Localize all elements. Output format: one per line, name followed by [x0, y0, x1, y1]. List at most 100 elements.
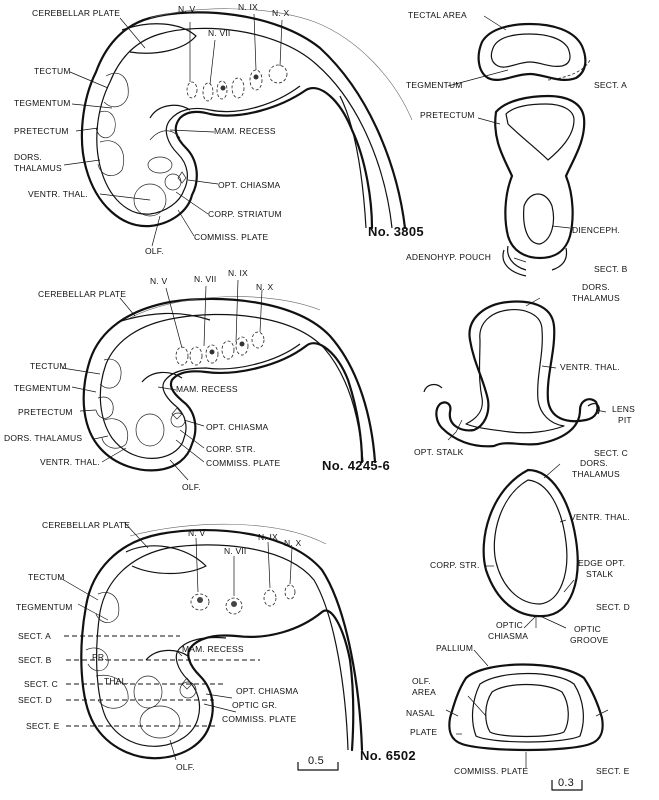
label-sect-e-marker: SECT. E	[26, 721, 60, 731]
label-opt-stalk: OPT. STALK	[414, 447, 464, 457]
label-tectum-1: TECTUM	[34, 66, 71, 76]
label-lens-c-2: PIT	[618, 415, 632, 425]
scale-value-right: 0.3	[558, 777, 574, 789]
label-tegmentum-3: TEGMENTUM	[16, 602, 73, 612]
label-sect-a-title: SECT. A	[594, 80, 627, 90]
section-c-labels: DORS. THALAMUS VENTR. THAL. LENS PIT OPT…	[414, 282, 635, 458]
label-pallium: PALLIUM	[436, 643, 473, 653]
label-mam-recess-2: MAM. RECESS	[176, 384, 238, 394]
section-e-labels: PALLIUM OLF. AREA NASAL PLATE COMMISS. P…	[406, 643, 630, 776]
label-sect-b-marker: SECT. B	[18, 655, 52, 665]
label-optic-groove-1: OPTIC	[574, 624, 601, 634]
label-n-x-1: N. X	[272, 8, 289, 18]
label-specimen-4245: No. 4245-6	[322, 458, 390, 473]
label-commiss-plate-1: COMMISS. PLATE	[194, 232, 269, 242]
label-specimen-3805: No. 3805	[368, 224, 424, 239]
label-pretectum-1: PRETECTUM	[14, 126, 69, 136]
label-n-x-3: N. X	[284, 538, 301, 548]
embryo-6502-drawing	[61, 521, 364, 761]
label-cerebellar-plate-2: CEREBELLAR PLATE	[38, 289, 126, 299]
label-tectal-area: TECTAL AREA	[408, 10, 467, 20]
label-olf-area-2: AREA	[412, 687, 436, 697]
label-corp-striatum-1: CORP. STRIATUM	[208, 209, 282, 219]
label-dors-d-2: THALAMUS	[572, 469, 620, 479]
embryo-4245-drawing	[61, 279, 377, 481]
section-b-drawing	[477, 94, 586, 277]
label-tegmentum-2: TEGMENTUM	[14, 383, 71, 393]
label-cerebellar-plate-1: CEREBELLAR PLATE	[32, 8, 120, 18]
label-opt-chiasma-1: OPT. CHIASMA	[218, 180, 281, 190]
embryo-3805-labels: CEREBELLAR PLATE TECTUM TEGMENTUM PRETEC…	[14, 2, 424, 256]
label-n-v-3: N. V	[188, 528, 205, 538]
section-a-labels: TECTAL AREA TEGMENTUM SECT. A	[406, 10, 627, 90]
label-sect-d-marker: SECT. D	[18, 695, 52, 705]
label-n-vii-3: N. VII	[224, 546, 246, 556]
label-n-v-2: N. V	[150, 276, 167, 286]
section-d-labels: DORS. THALAMUS VENTR. THAL. CORP. STR. E…	[430, 458, 630, 645]
label-corp-str-d: CORP. STR.	[430, 560, 480, 570]
label-n-vii-1: N. VII	[208, 28, 230, 38]
label-sect-a-marker: SECT. A	[18, 631, 51, 641]
label-ventr-thal-2: VENTR. THAL.	[40, 457, 100, 467]
label-dors-1: DORS.	[14, 152, 42, 162]
label-optic-gr-3: OPTIC GR.	[232, 700, 277, 710]
label-commiss-plate-e: COMMISS. PLATE	[454, 766, 529, 776]
label-mam-recess-1: MAM. RECESS	[214, 126, 276, 136]
embryo-6502-labels: CEREBELLAR PLATE TECTUM TEGMENTUM SECT. …	[16, 520, 416, 772]
embryo-4245-labels: CEREBELLAR PLATE TECTUM TEGMENTUM PRETEC…	[4, 268, 390, 492]
label-tectum-2: TECTUM	[30, 361, 67, 371]
label-n-ix-3: N. IX	[258, 532, 278, 542]
label-optic-chiasma-d-1: OPTIC	[496, 620, 523, 630]
label-pretectum-2: PRETECTUM	[18, 407, 73, 417]
label-commiss-plate-2: COMMISS. PLATE	[206, 458, 281, 468]
label-olf-2: OLF.	[182, 482, 201, 492]
label-opt-chiasma-3: OPT. CHIASMA	[236, 686, 299, 696]
label-specimen-6502: No. 6502	[360, 748, 416, 763]
label-tegmentum-a: TEGMENTUM	[406, 80, 463, 90]
label-tegmentum-1: TEGMENTUM	[14, 98, 71, 108]
label-mam-recess-3: MAM. RECESS	[182, 644, 244, 654]
label-sect-c-marker: SECT. C	[24, 679, 58, 689]
label-sect-e-title: SECT. E	[596, 766, 630, 776]
label-dors-thalamus-2: DORS. THALAMUS	[4, 433, 82, 443]
label-sect-b-title: SECT. B	[594, 264, 628, 274]
section-b-labels: PRETECTUM DIENCEPH. ADENOHYP. POUCH SECT…	[406, 110, 628, 274]
label-ventr-thal-c: VENTR. THAL.	[560, 362, 620, 372]
label-nasal-plate-2: PLATE	[410, 727, 437, 737]
label-thal-3: THAL.	[104, 676, 129, 686]
section-c-drawing	[423, 297, 607, 448]
label-olf-3: OLF.	[176, 762, 195, 772]
label-n-v-1: N. V	[178, 4, 195, 14]
label-olf-area-1: OLF.	[412, 676, 431, 686]
label-pr-3: PR.	[92, 652, 107, 662]
label-olf-1: OLF.	[145, 246, 164, 256]
label-sect-c-title: SECT. C	[594, 448, 628, 458]
label-dors-c-2: THALAMUS	[572, 293, 620, 303]
label-sect-d-title: SECT. D	[596, 602, 630, 612]
scale-bar-right: 0.3	[551, 777, 583, 791]
label-pretectum-b: PRETECTUM	[420, 110, 475, 120]
label-adenohyp-pouch: ADENOHYP. POUCH	[406, 252, 491, 262]
label-lens-c-1: LENS	[612, 404, 635, 414]
label-edge-opt-1: EDGE OPT.	[578, 558, 625, 568]
label-commiss-plate-3: COMMISS. PLATE	[222, 714, 297, 724]
label-n-vii-2: N. VII	[194, 274, 216, 284]
label-thalamus-1: THALAMUS	[14, 163, 62, 173]
label-cerebellar-plate-3: CEREBELLAR PLATE	[42, 520, 130, 530]
label-ventr-thal-d: VENTR. THAL.	[570, 512, 630, 522]
label-corp-str-2: CORP. STR.	[206, 444, 256, 454]
label-nasal-plate-1: NASAL	[406, 708, 435, 718]
label-dienceph: DIENCEPH.	[572, 225, 620, 235]
label-dors-c-1: DORS.	[582, 282, 610, 292]
label-opt-chiasma-2: OPT. CHIASMA	[206, 422, 269, 432]
embryo-3805-drawing	[63, 8, 413, 247]
label-tectum-3: TECTUM	[28, 572, 65, 582]
label-edge-opt-2: STALK	[586, 569, 613, 579]
scale-value-left: 0.5	[308, 755, 324, 767]
label-n-x-2: N. X	[256, 282, 273, 292]
label-ventr-thal-1: VENTR. THAL.	[28, 189, 88, 199]
section-d-drawing	[482, 463, 579, 629]
label-n-ix-2: N. IX	[228, 268, 248, 278]
label-n-ix-1: N. IX	[238, 2, 258, 12]
label-dors-d-1: DORS.	[580, 458, 608, 468]
